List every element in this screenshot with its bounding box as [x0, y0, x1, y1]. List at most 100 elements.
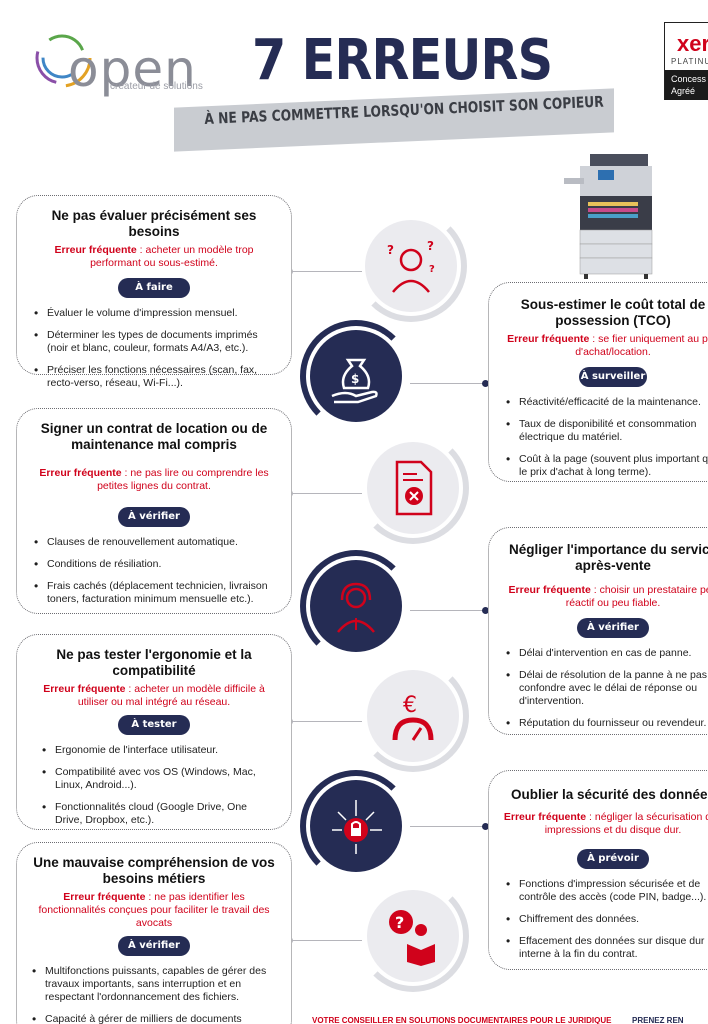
- list-item: Conditions de résiliation.: [31, 558, 277, 571]
- card-error: Erreur fréquente : négliger la sécurisat…: [503, 811, 708, 836]
- list-item: Ergonomie de l'interface utilisateur.: [39, 744, 269, 757]
- card-title: Ne pas évaluer précisément ses besoins: [51, 208, 257, 239]
- spine-arc: [355, 210, 467, 322]
- error-card-6: Oublier la sécurité des données Erreur f…: [488, 770, 708, 970]
- money-bag-hand-icon: $: [331, 358, 378, 404]
- list-item: Réactivité/efficacité de la maintenance.: [503, 396, 708, 409]
- action-badge: À vérifier: [577, 618, 649, 638]
- connector-line: [410, 383, 488, 384]
- svg-text:?: ?: [387, 243, 394, 257]
- contract-error-icon: [395, 460, 433, 516]
- logo-rings-icon: [32, 28, 92, 88]
- list-item: Réputation du fournisseur ou revendeur.: [503, 717, 708, 730]
- icon-circle-7: ?: [367, 890, 459, 982]
- connector-dot: [482, 607, 489, 614]
- list-item: Frais cachés (déplacement technicien, li…: [31, 580, 277, 606]
- connector-line: [290, 721, 362, 722]
- list-item: Fonctions d'impression sécurisée et de c…: [503, 878, 708, 904]
- footer-tagline: VOTRE CONSEILLER EN SOLUTIONS DOCUMENTAI…: [312, 1016, 612, 1024]
- list-item: Délai d'intervention en cas de panne.: [503, 647, 708, 660]
- list-item: Capacité à gérer de milliers de document…: [29, 1013, 279, 1024]
- error-card-2: Sous-estimer le coût total de possession…: [488, 282, 708, 482]
- icon-circle-5: €: [367, 670, 459, 762]
- logo-word: open: [68, 40, 197, 98]
- list-item: Délai de résolution de la panne à ne pas…: [503, 669, 708, 708]
- spine-arc: [300, 770, 412, 882]
- spine-arc: [300, 550, 412, 662]
- action-badge: À vérifier: [118, 507, 190, 527]
- icon-circle-6: [310, 780, 402, 872]
- card-list: Évaluer le volume d'impression mensuel. …: [31, 307, 277, 390]
- card-title: Oublier la sécurité des données: [510, 787, 708, 802]
- connector-dot: [482, 823, 489, 830]
- card-title: Une mauvaise compréhension de vos besoin…: [33, 855, 275, 886]
- partner-logo: xer: [677, 31, 708, 56]
- error-card-4: Négliger l'importance du service après-v…: [488, 527, 708, 735]
- list-item: Fonctionnalités cloud (Google Drive, One…: [39, 801, 269, 827]
- confused-person-icon: ? ? ?: [387, 239, 435, 293]
- card-title: Négliger l'importance du service après-v…: [508, 542, 708, 573]
- partner-level: PLATINUM: [671, 57, 708, 66]
- support-agent-icon: [337, 582, 375, 633]
- card-error: Erreur fréquente : se fier uniquement au…: [507, 333, 708, 358]
- card-title: Ne pas tester l'ergonomie et la compatib…: [56, 647, 252, 678]
- card-title: Sous-estimer le coût total de possession…: [520, 297, 706, 328]
- card-error: Erreur fréquente : choisir un prestatair…: [508, 584, 708, 609]
- list-item: Effacement des données sur disque dur in…: [503, 935, 708, 961]
- action-badge: À tester: [118, 715, 190, 735]
- footer-cta: PRENEZ REN: [632, 1016, 684, 1024]
- spine-arc: [357, 432, 469, 544]
- svg-text:?: ?: [427, 239, 434, 253]
- partner-badge: xer PLATINUM Concess Agréé: [664, 22, 708, 100]
- card-error: Erreur fréquente : acheter un modèle tro…: [54, 244, 254, 269]
- error-card-3: Signer un contrat de location ou de main…: [16, 408, 292, 614]
- card-error: Erreur fréquente : acheter un modèle dif…: [43, 683, 265, 708]
- card-error: Erreur fréquente : ne pas identifier les…: [38, 891, 270, 929]
- question-reader-icon: ?: [389, 910, 435, 966]
- icon-circle-1: ? ? ?: [365, 220, 457, 312]
- svg-text:$: $: [351, 372, 359, 386]
- connector-dot: [482, 380, 489, 387]
- spine-arc: [357, 660, 469, 772]
- card-list: Multifonctions puissants, capables de gé…: [29, 965, 279, 1024]
- spine-arc: [357, 880, 469, 992]
- icon-circle-3: [367, 442, 459, 534]
- action-badge: À prévoir: [577, 849, 649, 869]
- error-card-5: Ne pas tester l'ergonomie et la compatib…: [16, 634, 292, 830]
- spine-arc: [300, 320, 412, 432]
- connector-line: [290, 493, 362, 494]
- list-item: Coût à la page (souvent plus important q…: [503, 453, 708, 479]
- security-lock-icon: [332, 800, 382, 854]
- connector-line: [290, 271, 362, 272]
- logo-tagline: créateur de solutions: [110, 81, 203, 92]
- svg-text:?: ?: [429, 264, 435, 275]
- card-list: Réactivité/efficacité de la maintenance.…: [503, 396, 708, 479]
- partner-text: Concess Agréé: [665, 70, 708, 100]
- euro-gauge-icon: €: [392, 693, 434, 741]
- card-list: Ergonomie de l'interface utilisateur. Co…: [39, 744, 269, 827]
- connector-line: [290, 940, 362, 941]
- page-title: 7 ERREURS: [252, 28, 553, 93]
- error-card-1: Ne pas évaluer précisément ses besoins E…: [16, 195, 292, 389]
- list-item: Évaluer le volume d'impression mensuel.: [31, 307, 277, 320]
- list-item: Multifonctions puissants, capables de gé…: [29, 965, 279, 1004]
- list-item: Chiffrement des données.: [503, 913, 708, 926]
- error-card-7: Une mauvaise compréhension de vos besoin…: [16, 842, 292, 1024]
- action-badge: À faire: [118, 278, 190, 298]
- list-item: Taux de disponibilité et consommation él…: [503, 418, 708, 444]
- connector-line: [410, 826, 488, 827]
- action-badge: À surveiller: [579, 367, 647, 387]
- card-list: Délai d'intervention en cas de panne. Dé…: [503, 647, 708, 730]
- svg-text:€: €: [403, 693, 417, 718]
- list-item: Déterminer les types de documents imprim…: [31, 329, 277, 355]
- card-title: Signer un contrat de location ou de main…: [40, 421, 268, 452]
- card-list: Fonctions d'impression sécurisée et de c…: [503, 878, 708, 961]
- list-item: Préciser les fonctions nécessaires (scan…: [31, 364, 277, 390]
- connector-line: [410, 610, 488, 611]
- card-error: Erreur fréquente : ne pas lire ou compre…: [39, 467, 269, 492]
- icon-circle-4: [310, 560, 402, 652]
- open-logo: open créateur de solutions: [28, 22, 208, 102]
- action-badge: À vérifier: [118, 936, 190, 956]
- card-list: Clauses de renouvellement automatique. C…: [31, 536, 277, 606]
- list-item: Compatibilité avec vos OS (Windows, Mac,…: [39, 766, 269, 792]
